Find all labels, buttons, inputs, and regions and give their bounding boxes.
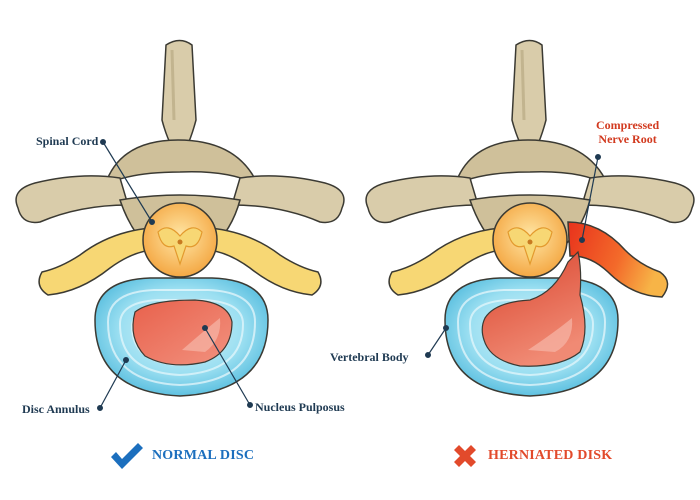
label-disc-annulus: Disc Annulus bbox=[22, 402, 90, 416]
caption-herniated: HERNIATED DISK bbox=[450, 440, 612, 472]
label-compressed-line2: Nerve Root bbox=[598, 132, 657, 146]
normal-disc bbox=[94, 277, 269, 397]
transverse-process-left bbox=[15, 175, 130, 224]
spinous-process-herniated bbox=[511, 39, 547, 156]
herniated-vertebra bbox=[365, 39, 695, 397]
spinal-cord-normal bbox=[142, 202, 218, 278]
label-compressed-nerve-root: Compressed Nerve Root bbox=[596, 118, 659, 146]
label-compressed-line1: Compressed bbox=[596, 118, 660, 132]
compressed-nerve-root bbox=[567, 221, 669, 298]
nerve-root-right bbox=[207, 227, 322, 296]
caption-normal: NORMAL DISC bbox=[108, 440, 254, 472]
transverse-process-right-herniated bbox=[580, 175, 695, 224]
caption-normal-text: NORMAL DISC bbox=[152, 448, 255, 463]
vertebral-arch bbox=[103, 139, 260, 187]
nerve-root-left bbox=[38, 227, 153, 296]
label-spinal-cord: Spinal Cord bbox=[36, 134, 99, 148]
nerve-root-left-herniated bbox=[388, 227, 503, 296]
caption-herniated-text: HERNIATED DISK bbox=[488, 448, 613, 463]
herniated-disc bbox=[444, 250, 619, 397]
label-vertebral-body: Vertebral Body bbox=[330, 350, 409, 364]
spinous-process bbox=[161, 39, 197, 156]
leader-lines bbox=[96, 139, 601, 412]
label-nucleus-pulposus: Nucleus Pulposus bbox=[255, 400, 345, 414]
transverse-process-left-herniated bbox=[365, 175, 480, 224]
spinal-cord-herniated bbox=[492, 202, 568, 278]
normal-vertebra bbox=[15, 39, 345, 397]
check-icon bbox=[111, 443, 143, 469]
vertebral-arch-herniated bbox=[453, 139, 610, 187]
x-cross-icon bbox=[454, 445, 476, 467]
transverse-process-right bbox=[230, 175, 345, 224]
